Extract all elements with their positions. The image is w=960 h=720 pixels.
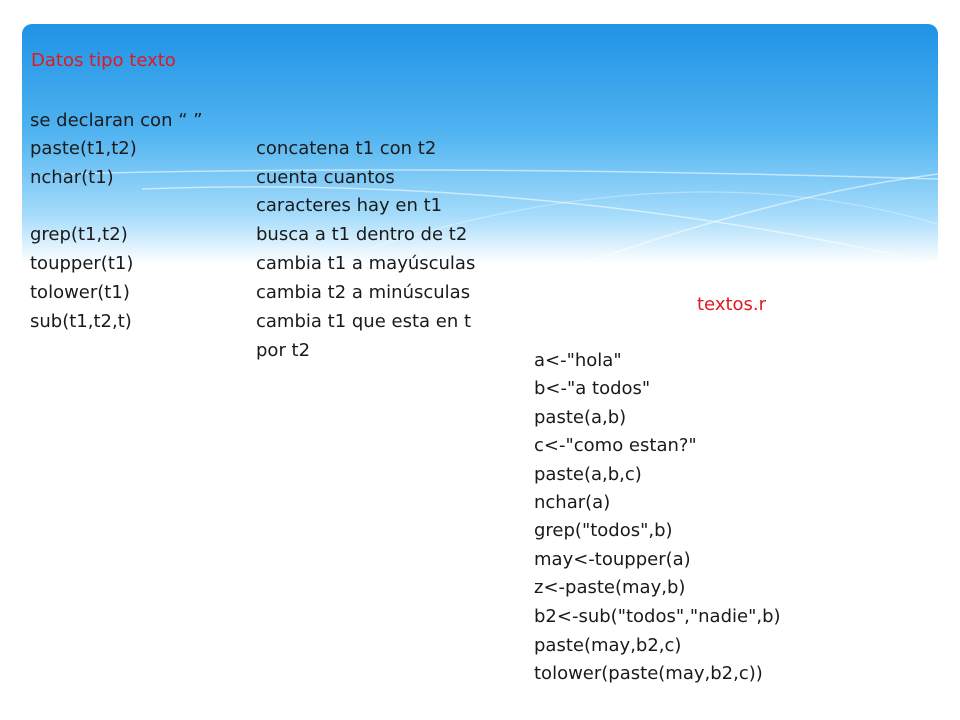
function-desc: busca a t1 dentro de t2 — [256, 224, 468, 245]
code-line: nchar(a) — [534, 492, 611, 513]
file-name: textos.r — [697, 294, 767, 315]
code-line: a<-"hola" — [534, 350, 622, 371]
intro-text: se declaran con “ ” — [30, 110, 203, 131]
function-name: tolower(t1) — [30, 282, 130, 303]
code-line: may<-toupper(a) — [534, 549, 691, 570]
function-desc: cambia t2 a minúsculas — [256, 282, 471, 303]
function-desc: cuenta cuantos — [256, 167, 395, 188]
code-line: paste(a,b,c) — [534, 464, 642, 485]
code-line: z<-paste(may,b) — [534, 577, 686, 598]
function-name: paste(t1,t2) — [30, 138, 137, 159]
function-name: nchar(t1) — [30, 167, 114, 188]
code-line: b<-"a todos" — [534, 378, 651, 399]
slide-title: Datos tipo texto — [31, 50, 176, 71]
function-desc: cambia t1 que esta en t — [256, 311, 472, 332]
header-banner — [22, 24, 938, 264]
function-desc: caracteres hay en t1 — [256, 195, 443, 216]
code-line: c<-"como estan?" — [534, 435, 697, 456]
code-line: paste(may,b2,c) — [534, 635, 682, 656]
function-name: toupper(t1) — [30, 253, 134, 274]
code-line: tolower(paste(may,b2,c)) — [534, 663, 763, 684]
function-name: grep(t1,t2) — [30, 224, 128, 245]
code-line: b2<-sub("todos","nadie",b) — [534, 606, 781, 627]
function-desc: concatena t1 con t2 — [256, 138, 437, 159]
function-name: sub(t1,t2,t) — [30, 311, 132, 332]
function-desc: por t2 — [256, 340, 311, 361]
code-line: paste(a,b) — [534, 407, 627, 428]
banner-swoosh-lines — [61, 169, 938, 264]
function-desc: cambia t1 a mayúsculas — [256, 253, 476, 274]
code-line: grep("todos",b) — [534, 520, 673, 541]
